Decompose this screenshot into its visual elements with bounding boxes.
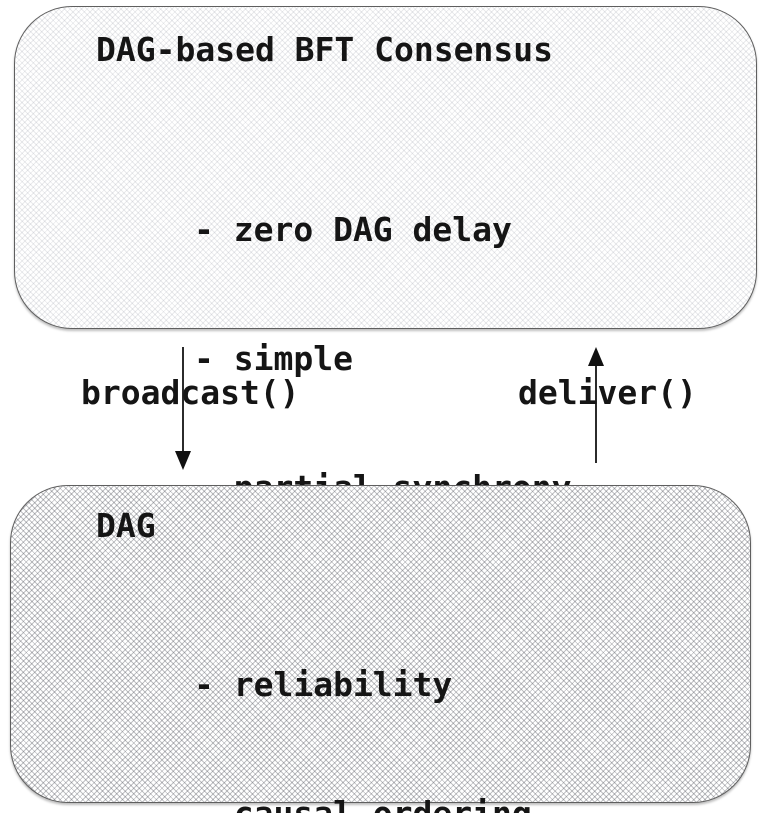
deliver-edge-label: deliver() [518, 373, 697, 412]
bullet-item: - causal ordering [194, 792, 552, 813]
dag-box: DAG - reliability - causal ordering - no… [10, 485, 751, 813]
broadcast-arrowhead-icon [175, 451, 191, 470]
bullet-item: - zero DAG delay [194, 210, 512, 249]
deliver-arrowhead-icon [588, 347, 604, 366]
consensus-box-title: DAG-based BFT Consensus [96, 30, 553, 69]
dag-bullet-list: - reliability - causal ordering - non-eq… [194, 577, 552, 813]
broadcast-edge-label: broadcast() [81, 373, 300, 412]
consensus-box: DAG-based BFT Consensus - zero DAG delay… [14, 6, 757, 507]
bullet-item: - reliability [194, 665, 453, 704]
deliver-arrow-line [595, 364, 597, 463]
bullet-item: - simple [194, 339, 353, 378]
broadcast-arrow-line [182, 347, 184, 453]
dag-box-title: DAG [96, 506, 156, 545]
